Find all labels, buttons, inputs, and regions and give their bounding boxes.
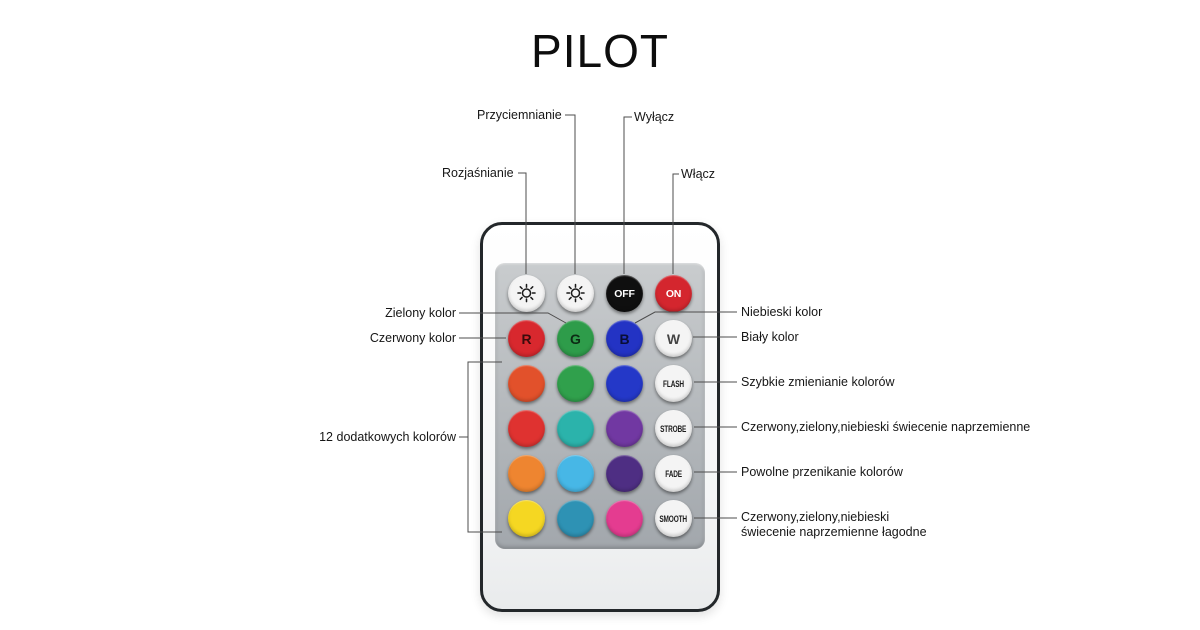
off-button[interactable]: OFF <box>606 275 643 312</box>
page-title: PILOT <box>531 25 669 77</box>
color-button-2[interactable] <box>557 365 594 402</box>
green-button-label: G <box>570 330 581 347</box>
label-brighten: Rozjaśnianie <box>442 166 514 180</box>
red-button-label: R <box>521 330 532 347</box>
label-white: Biały kolor <box>741 330 799 344</box>
color-button-1[interactable] <box>508 365 545 402</box>
label-flash: Szybkie zmienianie kolorów <box>741 375 895 389</box>
strobe-button-label: STROBE <box>660 423 687 434</box>
color-button-3[interactable] <box>606 365 643 402</box>
smooth-button[interactable]: SMOOTH <box>655 500 692 537</box>
label-smooth-line1: Czerwony,zielony,niebieski <box>741 510 890 524</box>
white-button[interactable]: W <box>655 320 692 357</box>
brightness-down-icon <box>566 283 585 303</box>
color-button-12[interactable] <box>606 500 643 537</box>
brightness-up-icon <box>517 283 536 303</box>
brightness-up-button[interactable] <box>508 275 545 312</box>
remote-button-panel: OFF ON R G B W FLASH <box>495 263 705 549</box>
label-strobe: Czerwony,zielony,niebieski świecenie nap… <box>741 420 1031 434</box>
off-button-label: OFF <box>614 287 635 300</box>
label-extra-colors: 12 dodatkowych kolorów <box>319 430 456 444</box>
remote-control: OFF ON R G B W FLASH <box>480 222 720 612</box>
smooth-button-label: SMOOTH <box>659 513 688 524</box>
fade-button[interactable]: FADE <box>655 455 692 492</box>
color-button-11[interactable] <box>557 500 594 537</box>
label-on: Włącz <box>681 167 716 181</box>
color-button-6[interactable] <box>606 410 643 447</box>
color-button-9[interactable] <box>606 455 643 492</box>
label-smooth-line2: świecenie naprzemienne łagodne <box>741 525 927 539</box>
on-button[interactable]: ON <box>655 275 692 312</box>
label-fade: Powolne przenikanie kolorów <box>741 465 903 479</box>
color-button-5[interactable] <box>557 410 594 447</box>
label-green: Zielony kolor <box>385 306 456 320</box>
white-button-label: W <box>666 330 681 347</box>
color-button-4[interactable] <box>508 410 545 447</box>
fade-button-label: FADE <box>665 468 682 479</box>
brightness-down-button[interactable] <box>557 275 594 312</box>
label-smooth: Czerwony,zielony,niebieski świecenie nap… <box>741 510 927 540</box>
blue-button[interactable]: B <box>606 320 643 357</box>
flash-button[interactable]: FLASH <box>655 365 692 402</box>
color-button-10[interactable] <box>508 500 545 537</box>
green-button[interactable]: G <box>557 320 594 357</box>
label-dim: Przyciemnianie <box>477 108 562 122</box>
label-off: Wyłącz <box>634 110 675 124</box>
label-red: Czerwony kolor <box>369 331 456 345</box>
flash-button-label: FLASH <box>663 378 684 389</box>
red-button[interactable]: R <box>508 320 545 357</box>
label-blue: Niebieski kolor <box>741 305 823 319</box>
blue-button-label: B <box>619 330 630 347</box>
color-button-7[interactable] <box>508 455 545 492</box>
strobe-button[interactable]: STROBE <box>655 410 692 447</box>
color-button-8[interactable] <box>557 455 594 492</box>
on-button-label: ON <box>665 287 682 300</box>
